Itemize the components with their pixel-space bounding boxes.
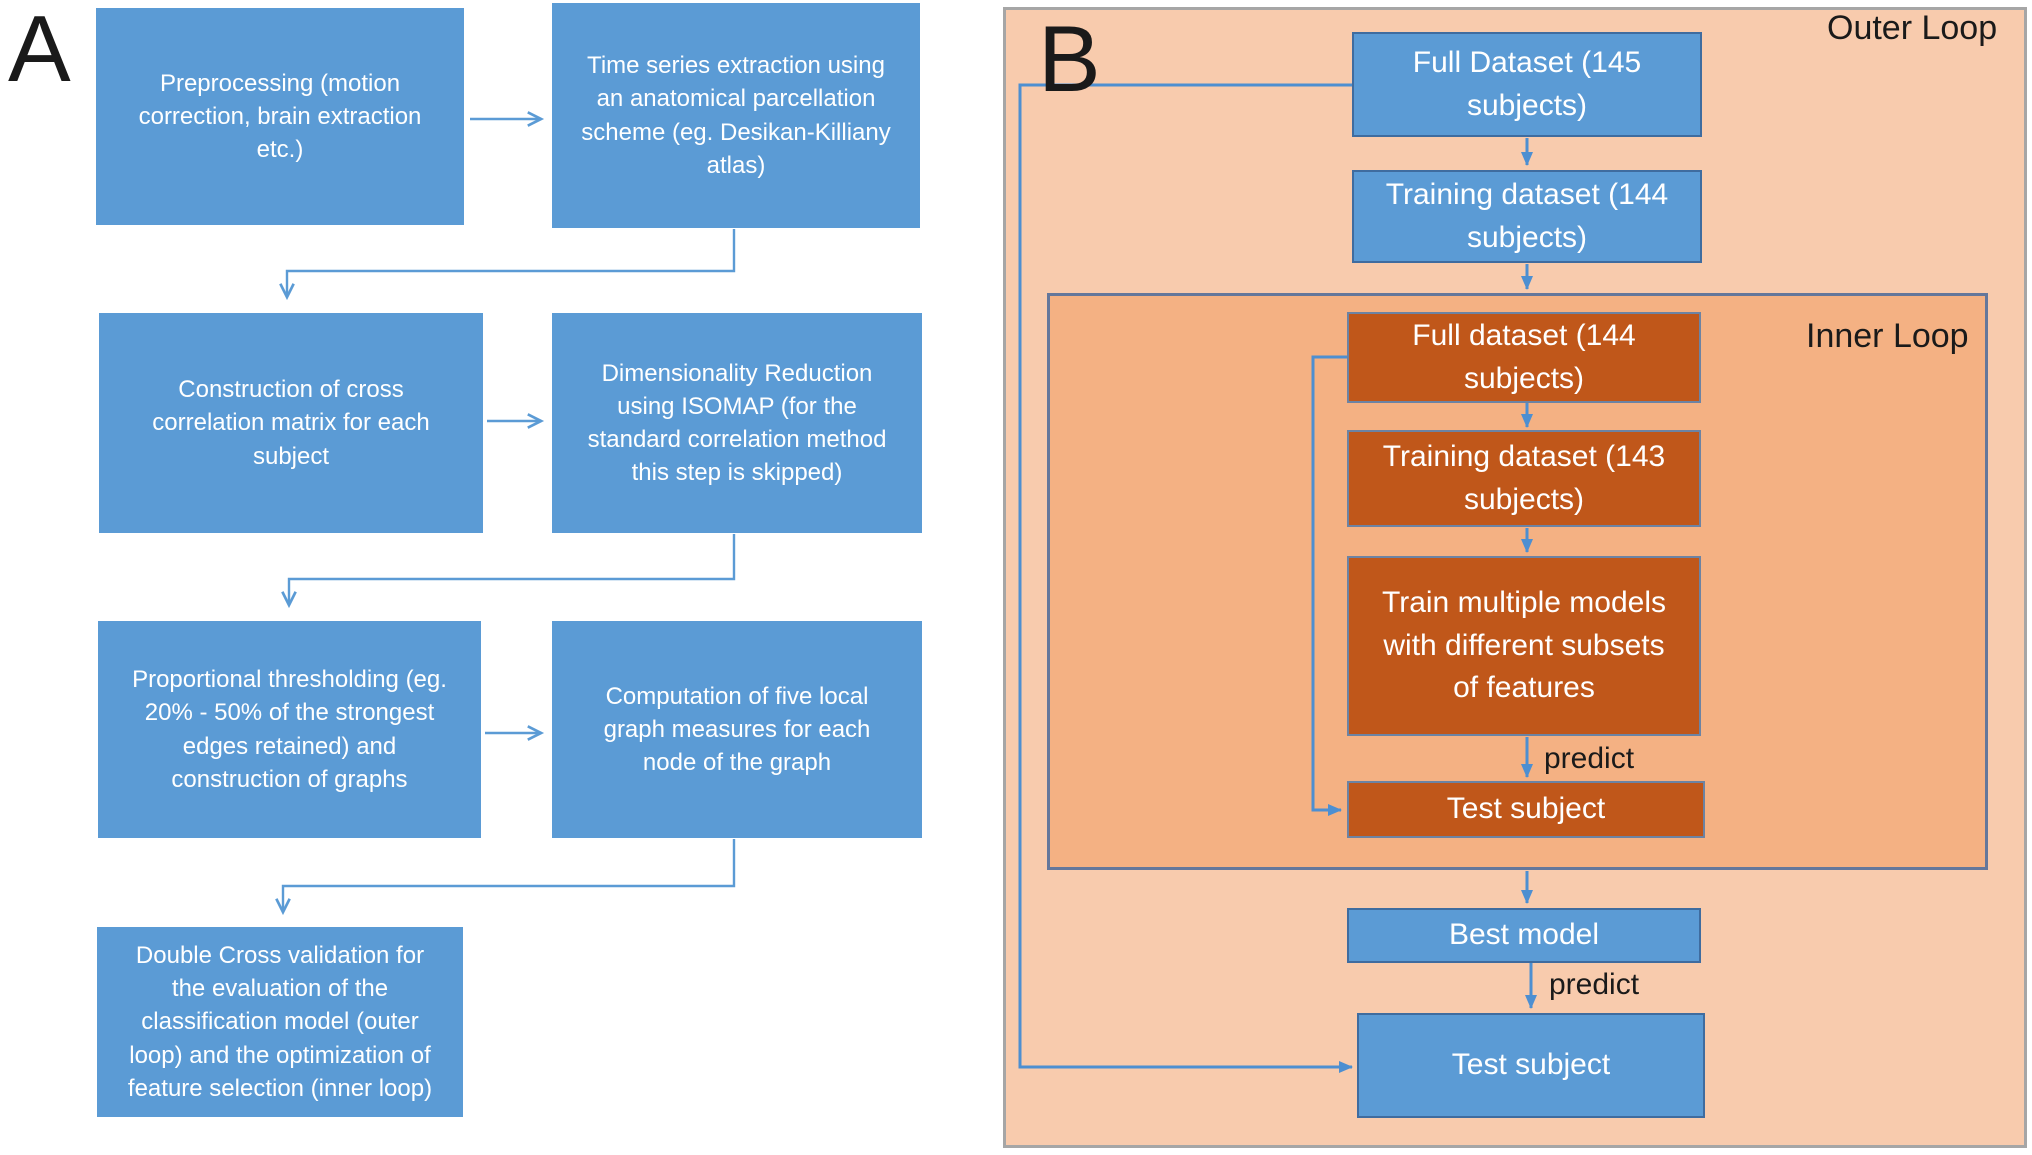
connector-a6-to-a7 (275, 839, 736, 916)
panel-b-label: B (1038, 6, 1101, 111)
flow-box-text: Time series extraction using an anatomic… (581, 52, 891, 179)
flow-box-text: Double Cross validation for the evaluati… (127, 942, 433, 1102)
flow-box-preprocessing: Preprocessing (motion correction, brain … (96, 8, 464, 225)
flow-box-text: Training dataset (143 subjects) (1382, 439, 1666, 516)
flow-box-text: Train multiple models with different sub… (1382, 586, 1666, 705)
b-box-inner-full-dataset-144: Full dataset (144 subjects) (1347, 312, 1701, 403)
b-box-inner-training-dataset-143: Training dataset (143 subjects) (1347, 430, 1701, 527)
flow-box-time-series-extraction: Time series extraction using an anatomic… (552, 3, 920, 228)
b-box-inner-test-subject: Test subject (1347, 781, 1705, 838)
b-box-full-dataset-145: Full Dataset (145 subjects) (1352, 32, 1702, 137)
connector-a4-to-a5 (281, 534, 736, 609)
panel-a-label: A (8, 0, 71, 101)
flow-box-text: Test subject (1446, 792, 1606, 826)
b-box-training-dataset-144: Training dataset (144 subjects) (1352, 170, 1702, 263)
b-box-best-model: Best model (1347, 908, 1701, 963)
flow-box-text: Construction of cross correlation matrix… (152, 376, 430, 470)
flow-box-double-cross-validation: Double Cross validation for the evaluati… (97, 927, 463, 1117)
b-box-train-multiple-models: Train multiple models with different sub… (1347, 556, 1701, 736)
inner-predict-label: predict (1544, 742, 1635, 775)
flow-box-text: Computation of five local graph measures… (603, 682, 871, 777)
flow-box-text: Dimensionality Reduction using ISOMAP (f… (587, 359, 887, 487)
flow-box-text: Full dataset (144 subjects) (1412, 318, 1636, 395)
flow-box-text: Full Dataset (145 subjects) (1412, 45, 1642, 122)
flow-box-graph-measures: Computation of five local graph measures… (552, 621, 922, 838)
flow-box-text: Proportional thresholding (eg. 20% - 50%… (132, 666, 447, 793)
inner-loop-label: Inner Loop (1806, 317, 1969, 355)
flow-box-text: Training dataset (144 subjects) (1385, 177, 1669, 254)
flow-box-text: Preprocessing (motion correction, brain … (138, 69, 422, 164)
connector-a2-to-a3 (279, 229, 736, 301)
flow-box-proportional-thresholding: Proportional thresholding (eg. 20% - 50%… (98, 621, 481, 838)
flow-box-dimensionality-reduction: Dimensionality Reduction using ISOMAP (f… (552, 313, 922, 533)
flow-box-cross-correlation: Construction of cross correlation matrix… (99, 313, 483, 533)
outer-predict-label: predict (1549, 968, 1640, 1001)
flow-box-text: Test subject (1451, 1048, 1611, 1082)
b-box-outer-test-subject: Test subject (1357, 1013, 1705, 1118)
outer-loop-label: Outer Loop (1827, 9, 1998, 47)
flow-box-text: Best model (1448, 918, 1600, 952)
